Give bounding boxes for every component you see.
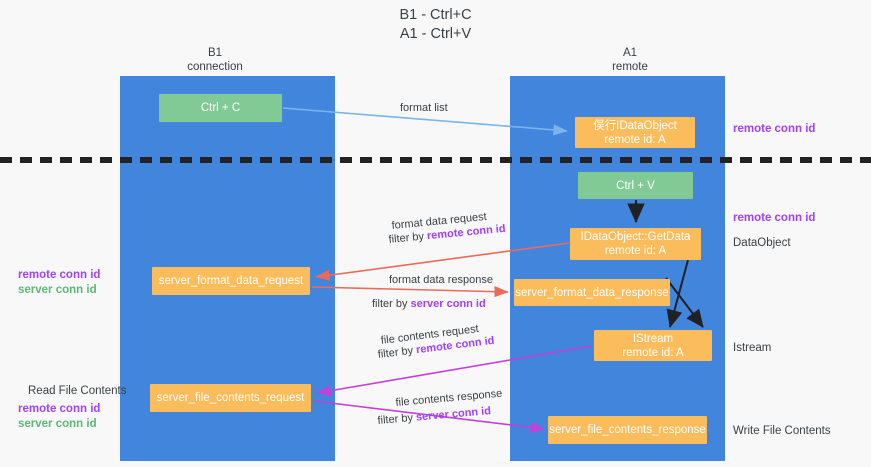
node-istream-line1: IStream — [632, 332, 674, 345]
edge-format-list — [282, 107, 568, 136]
node-server-file-contents-request[interactable]: server_file_contents_request — [150, 384, 311, 412]
node-idataobject[interactable]: 俣行IDataObject remote id: A — [575, 117, 695, 148]
edge-response-to-istream — [665, 277, 704, 328]
node-server-format-data-request-label: server_format_data_request — [158, 275, 304, 287]
edge-label-format-data-response-filter: filter by server conn id — [372, 297, 486, 311]
node-istream[interactable]: IStream remote id: A — [594, 330, 712, 361]
node-ctrl-v[interactable]: Ctrl + V — [578, 172, 693, 199]
edge-getdata-to-istream — [666, 259, 689, 328]
node-ctrl-v-label: Ctrl + V — [616, 179, 655, 192]
edge-file-contents-response — [313, 400, 545, 433]
annotation-write-file-contents: Write File Contents — [733, 425, 831, 437]
node-idataobject-getdata-line1: IDataObject::GetData — [580, 231, 691, 243]
annotation-remote-conn-id-mid: remote conn id — [733, 212, 816, 224]
node-server-file-contents-response-label: server_file_contents_response — [549, 424, 706, 436]
annotation-remote-conn-id-top: remote conn id — [733, 123, 816, 135]
annotation-left-server-conn-id-bottom: server conn id — [18, 418, 97, 430]
edge-label-format-data-response: format data response — [389, 274, 493, 286]
node-ctrl-c[interactable]: Ctrl + C — [159, 94, 282, 122]
node-ctrl-c-label: Ctrl + C — [200, 102, 241, 114]
edge-label-format-data-request-filter-prefix: filter by — [388, 230, 428, 246]
diagram-title: B1 - Ctrl+C A1 - Ctrl+V — [0, 6, 871, 44]
annotation-left-server-conn-id-mid: server conn id — [18, 284, 97, 296]
annotation-dataobject: DataObject — [733, 237, 791, 249]
edge-format-data-response — [311, 286, 509, 298]
diagram-title-line-2: A1 - Ctrl+V — [399, 26, 472, 42]
column-header-a1: A1 remote — [575, 46, 685, 74]
edge-format-data-request — [315, 242, 570, 281]
column-header-b1: B1 connection — [160, 46, 270, 74]
node-server-format-data-response-label: server_format_data_response — [515, 286, 669, 299]
annotation-left-remote-conn-id-bottom: remote conn id — [18, 403, 101, 415]
annotation-read-file-contents: Read File Contents — [28, 385, 127, 397]
phase-divider — [0, 157, 871, 163]
edge-label-format-list: format list — [400, 102, 448, 114]
column-header-b1-name: B1 — [207, 47, 223, 59]
node-idataobject-line2: remote id: A — [604, 133, 666, 146]
node-idataobject-line1: 俣行IDataObject — [593, 119, 677, 132]
edge-label-file-contents-response-filter-prefix: filter by — [377, 411, 417, 427]
annotation-left-remote-conn-id-mid: remote conn id — [18, 269, 101, 281]
column-header-b1-role: connection — [187, 61, 243, 73]
node-server-file-contents-request-label: server_file_contents_request — [156, 392, 305, 404]
column-header-a1-role: remote — [612, 61, 648, 73]
column-header-a1-name: A1 — [622, 47, 638, 59]
diagram-title-line-1: B1 - Ctrl+C — [399, 7, 472, 23]
node-istream-line2: remote id: A — [622, 346, 684, 359]
edge-label-format-data-response-filter-prefix: filter by — [372, 298, 411, 310]
node-idataobject-getdata[interactable]: IDataObject::GetData remote id: A — [570, 228, 701, 260]
node-server-file-contents-response[interactable]: server_file_contents_response — [548, 416, 707, 444]
node-server-format-data-response[interactable]: server_format_data_response — [514, 279, 670, 306]
edge-file-contents-request — [316, 345, 593, 397]
node-server-format-data-request[interactable]: server_format_data_request — [152, 267, 310, 295]
annotation-istream: Istream — [733, 342, 772, 354]
node-idataobject-getdata-line2: remote id: A — [604, 245, 667, 257]
edge-label-format-data-response-filter-key: server conn id — [410, 298, 486, 310]
